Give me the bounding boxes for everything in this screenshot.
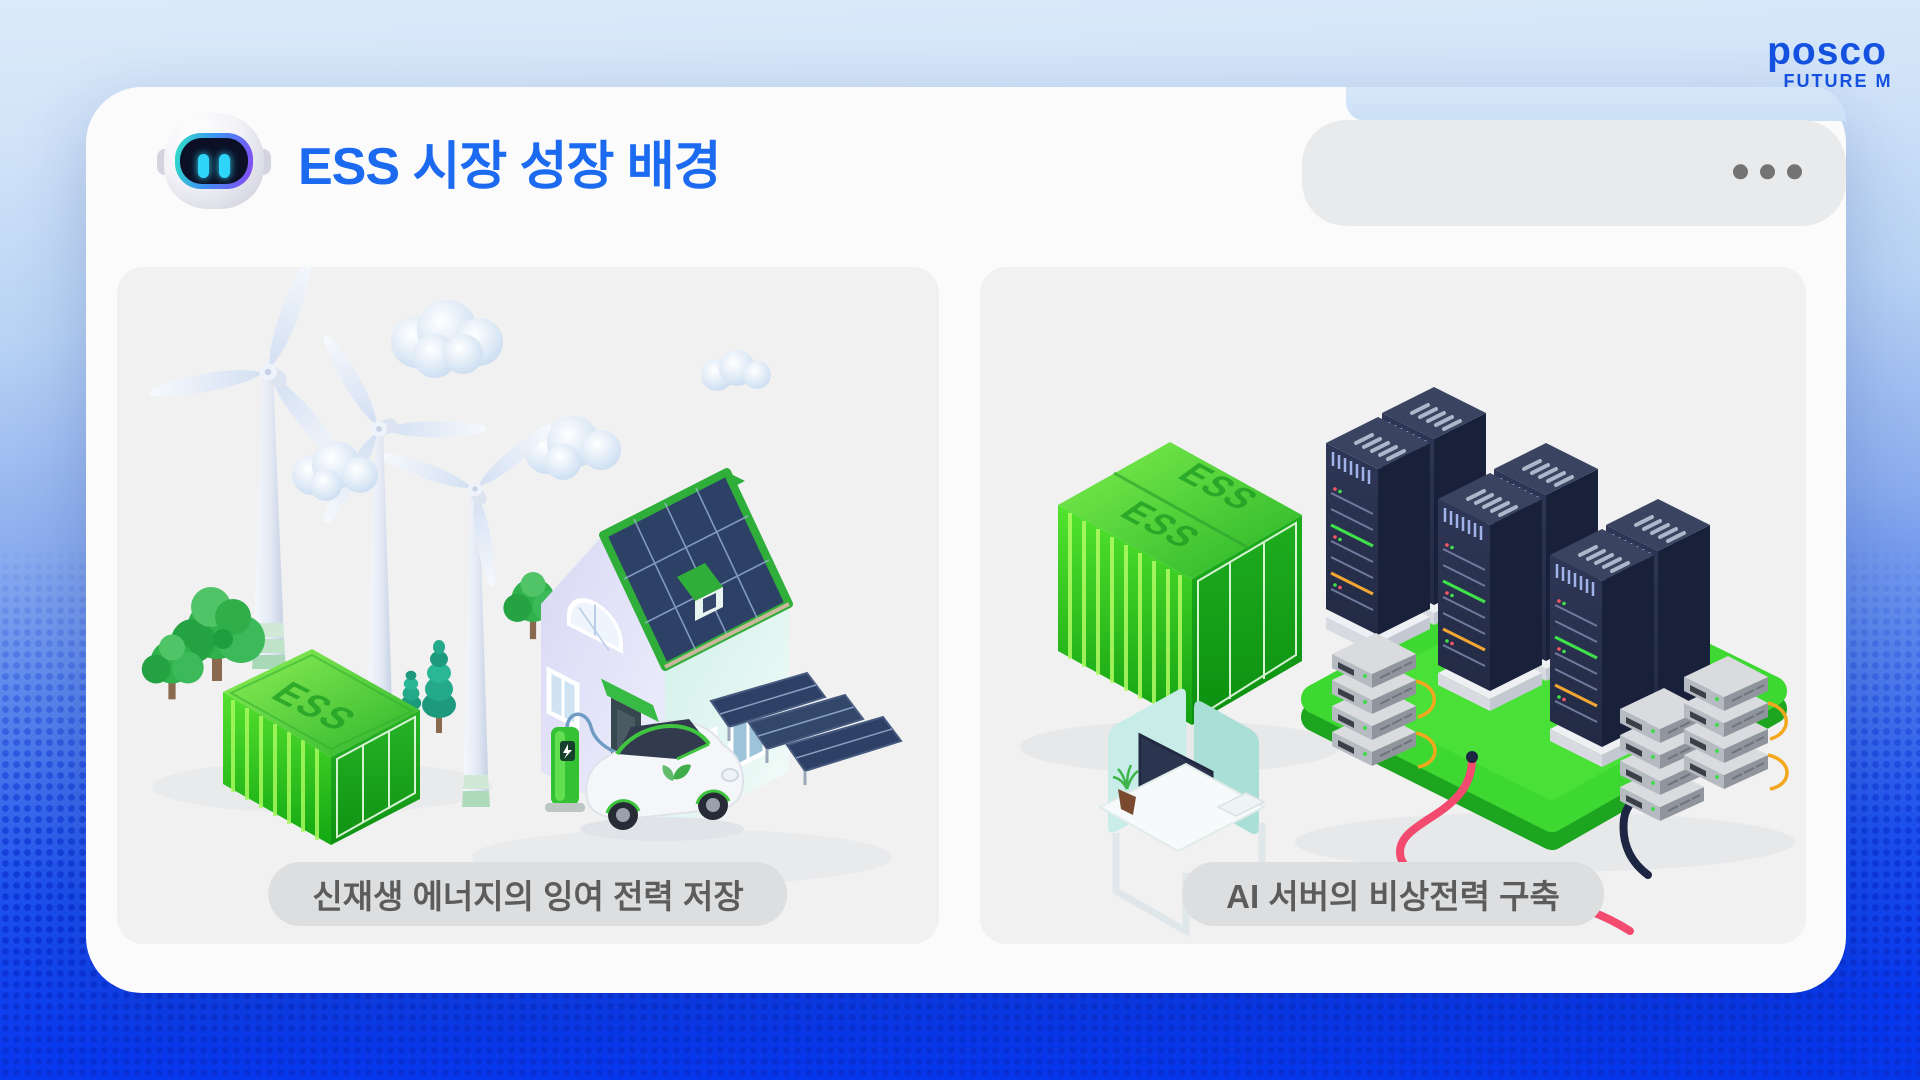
page-title: ESS 시장 성장 배경 xyxy=(298,137,721,196)
server-stack-right xyxy=(1619,655,1789,822)
menu-dot-icon xyxy=(1733,164,1748,180)
ground-solar-array xyxy=(709,671,903,785)
panel-ai-server: ESS ESS xyxy=(980,267,1806,944)
posco-futurem-logo: posco FUTURE M xyxy=(1752,30,1902,92)
ess-containers: ESS ESS xyxy=(1058,442,1302,725)
ev-charging xyxy=(545,712,745,841)
card-header: ESS 시장 성장 배경 xyxy=(157,109,721,213)
wind-turbines xyxy=(143,267,608,807)
robot-eye-icon xyxy=(219,154,230,178)
caption-ai-server: AI 서버의 비상전력 구축 xyxy=(1182,862,1604,926)
menu-dot-icon xyxy=(1787,164,1802,180)
content-card: ESS 시장 성장 배경 xyxy=(86,87,1846,993)
server-stack-small xyxy=(1331,632,1437,769)
robot-eye-icon xyxy=(198,154,209,178)
card-top-notch xyxy=(1346,87,1846,121)
brand-future-m: FUTURE M xyxy=(1783,71,1893,91)
renewable-energy-illustration: ESS xyxy=(141,267,903,885)
caption-renewable: 신재생 에너지의 잉여 전력 저장 xyxy=(268,862,788,926)
card-menu-tab xyxy=(1302,120,1846,226)
ai-server-illustration: ESS ESS xyxy=(1020,385,1795,938)
robot-face xyxy=(175,133,253,189)
panel-renewable-energy: ESS xyxy=(117,267,939,944)
brand-posco: posco xyxy=(1767,30,1887,73)
clouds xyxy=(391,300,771,480)
ess-container: ESS xyxy=(223,649,420,845)
menu-dot-icon xyxy=(1760,164,1775,180)
robot-icon xyxy=(157,111,271,211)
robot-screen xyxy=(180,138,248,184)
cloud xyxy=(292,441,378,501)
more-options-button[interactable] xyxy=(1733,164,1802,180)
